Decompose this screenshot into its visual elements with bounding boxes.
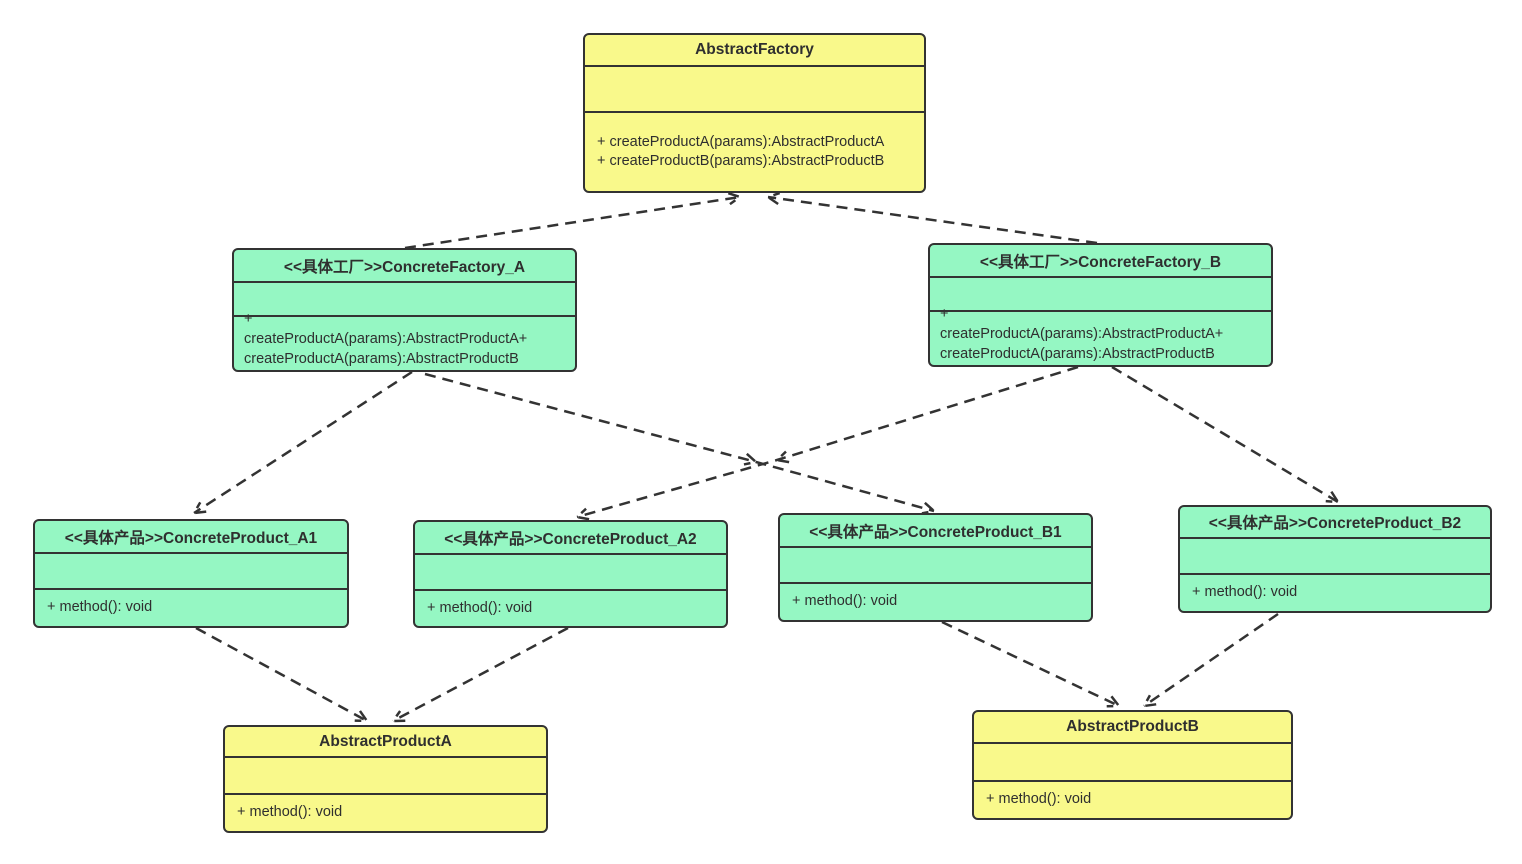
class-methods-compartment: + createProductA(params):AbstractProduct… <box>234 309 575 370</box>
arrow-concretefactory-a-to-product-b1 <box>424 372 934 511</box>
class-methods-compartment: + method(): void <box>415 591 726 626</box>
class-attributes-compartment <box>234 283 575 317</box>
class-title: AbstractProductA <box>225 727 546 758</box>
method-line: + method(): void <box>427 599 533 616</box>
class-box-concrete-factory-a: <<具体工厂>>ConcreteFactory_A + createProduc… <box>232 248 577 372</box>
method-line: + <box>244 311 253 327</box>
method-line: + createProductB(params):AbstractProduct… <box>597 153 885 169</box>
class-box-abstract-product-b: AbstractProductB + method(): void <box>972 710 1293 820</box>
class-title: <<具体工厂>>ConcreteFactory_B <box>930 245 1271 278</box>
class-title: <<具体产品>>ConcreteProduct_A2 <box>415 522 726 555</box>
method-line: + createProductA(params):AbstractProduct… <box>597 133 885 150</box>
class-box-abstract-product-a: AbstractProductA + method(): void <box>223 725 548 833</box>
class-attributes-compartment <box>780 548 1091 584</box>
class-methods-compartment: + createProductA(params):AbstractProduct… <box>585 113 924 191</box>
class-title: <<具体产品>>ConcreteProduct_A1 <box>35 521 347 554</box>
arrow-concretefactory-b-to-abstractfactory <box>768 197 1098 245</box>
class-methods-compartment: + createProductA(params):AbstractProduct… <box>930 304 1271 365</box>
class-title: <<具体产品>>ConcreteProduct_B2 <box>1180 507 1490 539</box>
method-line: createProductA(params):AbstractProductA+ <box>940 326 1224 342</box>
arrow-concretefactory-a-to-product-a1 <box>194 370 413 513</box>
class-attributes-compartment <box>974 744 1291 782</box>
arrow-concretefactory-a-to-abstractfactory <box>404 197 740 250</box>
class-attributes-compartment <box>1180 539 1490 575</box>
class-box-concrete-product-b1: <<具体产品>>ConcreteProduct_B1 + method(): v… <box>778 513 1093 622</box>
class-box-concrete-factory-b: <<具体工厂>>ConcreteFactory_B + createProduc… <box>928 243 1273 367</box>
class-box-concrete-product-b2: <<具体产品>>ConcreteProduct_B2 + method(): v… <box>1178 505 1492 613</box>
method-line: + method(): void <box>47 599 153 616</box>
method-line: createProductA(params):AbstractProductB <box>940 346 1215 362</box>
class-methods-compartment: + method(): void <box>225 795 546 831</box>
class-attributes-compartment <box>585 67 924 113</box>
class-attributes-compartment <box>35 554 347 590</box>
class-box-abstract-factory: AbstractFactory + createProductA(params)… <box>583 33 926 193</box>
class-methods-compartment: + method(): void <box>780 584 1091 620</box>
class-methods-compartment: + method(): void <box>35 590 347 626</box>
class-attributes-compartment <box>225 758 546 795</box>
method-line: + method(): void <box>1192 584 1298 601</box>
class-attributes-compartment <box>930 278 1271 312</box>
class-box-concrete-product-a1: <<具体产品>>ConcreteProduct_A1 + method(): v… <box>33 519 349 628</box>
class-title: <<具体产品>>ConcreteProduct_B1 <box>780 515 1091 548</box>
arrow-product-a2-to-abstractproduct-a <box>393 626 569 721</box>
method-line: + method(): void <box>986 791 1092 808</box>
class-methods-compartment: + method(): void <box>974 782 1291 818</box>
arrow-concretefactory-b-to-product-a2 <box>577 365 1079 517</box>
arrow-product-b1-to-abstractproduct-b <box>941 620 1119 706</box>
class-methods-compartment: + method(): void <box>1180 575 1490 611</box>
method-line: + method(): void <box>792 593 898 610</box>
arrow-product-a1-to-abstractproduct-a <box>195 626 367 721</box>
arrow-concretefactory-b-to-product-b2 <box>1111 365 1338 502</box>
class-title: AbstractProductB <box>974 712 1291 744</box>
method-line: + method(): void <box>237 804 343 821</box>
class-box-concrete-product-a2: <<具体产品>>ConcreteProduct_A2 + method(): v… <box>413 520 728 628</box>
arrow-product-b2-to-abstractproduct-b <box>1144 612 1279 706</box>
class-title: AbstractFactory <box>585 35 924 67</box>
method-line: createProductA(params):AbstractProductB <box>244 351 519 367</box>
class-attributes-compartment <box>415 555 726 591</box>
class-title: <<具体工厂>>ConcreteFactory_A <box>234 250 575 283</box>
method-line: createProductA(params):AbstractProductA+ <box>244 331 528 347</box>
method-line: + <box>940 306 949 322</box>
